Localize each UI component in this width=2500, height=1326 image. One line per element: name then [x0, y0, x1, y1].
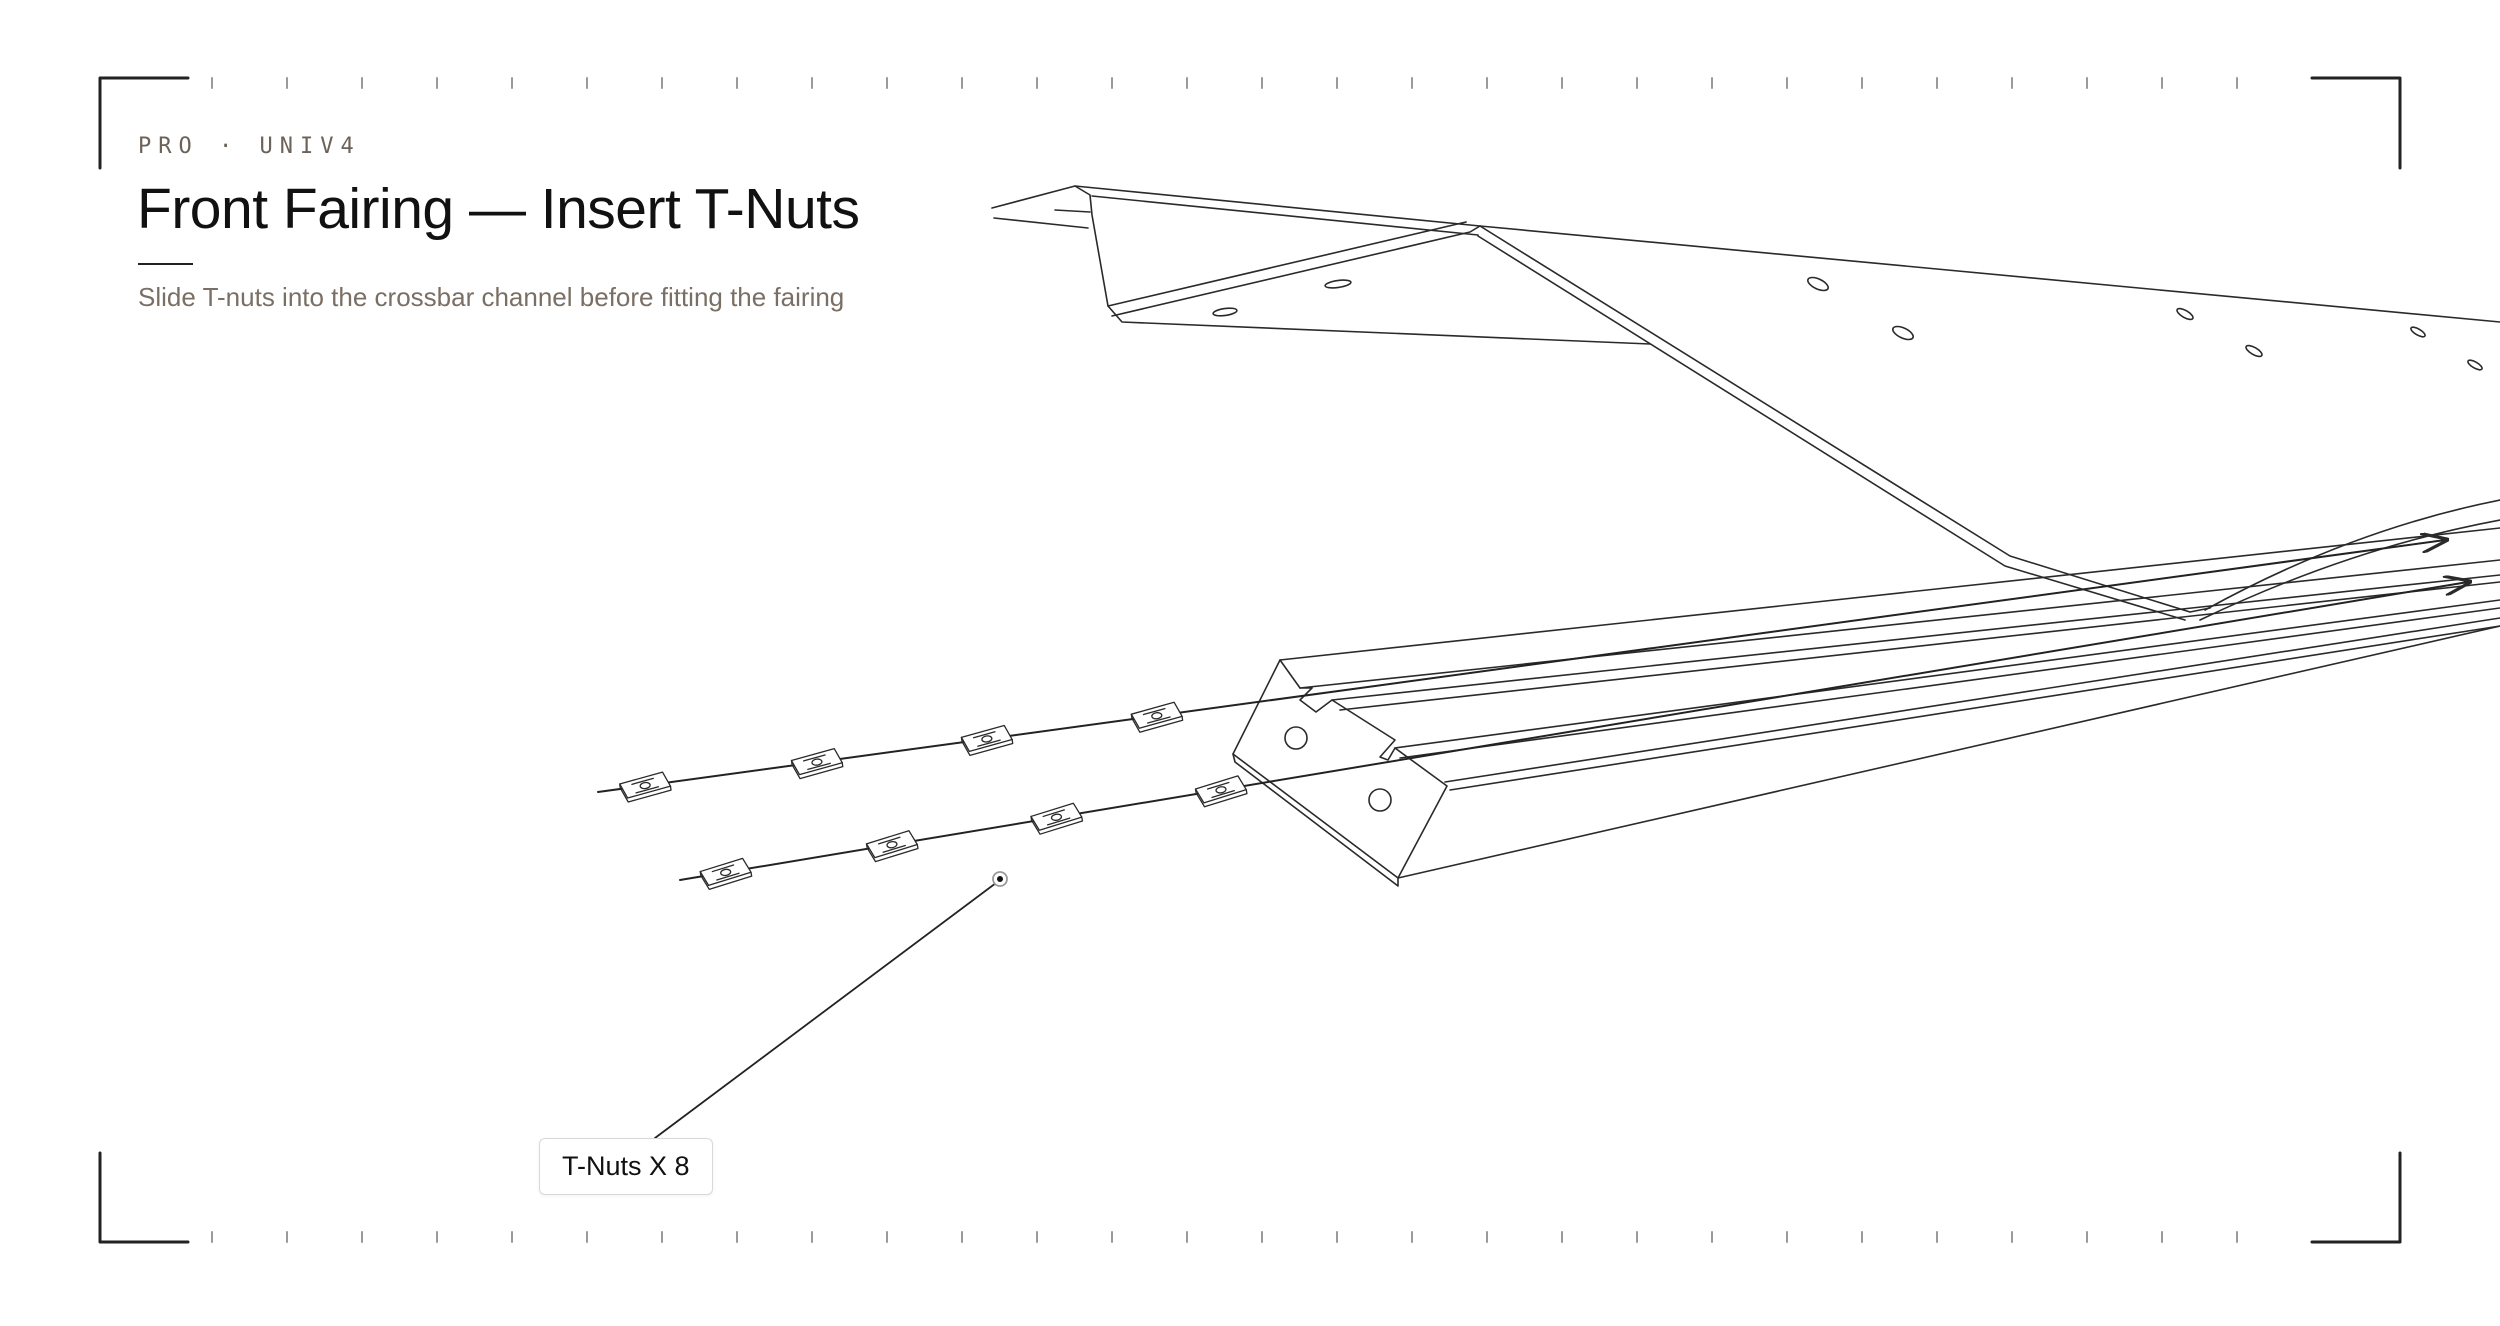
fairing-crease: [1479, 225, 2211, 613]
t-nut: [790, 748, 844, 780]
t-nut: [619, 771, 672, 803]
product-eyebrow: PRO · UNIV4: [138, 134, 361, 159]
t-nut: [699, 857, 753, 890]
t-nut: [1030, 802, 1084, 835]
crossbar-top-edge: [1279, 527, 2500, 661]
frame-corner-top-right: [2310, 76, 2402, 170]
frame-corner-bottom-left: [98, 1151, 190, 1244]
fairing-skirt: [2204, 499, 2500, 611]
t-nut: [1130, 701, 1184, 733]
guide-line-lower: [679, 582, 2468, 881]
frame-corner-bottom-right: [2310, 1151, 2402, 1244]
fairing-crease-inner: [1477, 235, 2186, 621]
t-nut: [865, 830, 919, 863]
frame-corners: [98, 76, 2402, 1244]
callout-leader-line: [654, 879, 1001, 1139]
fairing-top-edge-inner: [1091, 195, 1479, 236]
crossbar-end-edges: [1232, 753, 1399, 887]
frame-ticks-top: [211, 77, 2238, 89]
page-subtitle: Slide T-nuts into the crossbar channel b…: [138, 282, 845, 312]
fairing-top-edge: [1074, 185, 2500, 323]
fairing-hole: [2245, 344, 2263, 358]
fairing-hole: [1212, 307, 1238, 317]
front-fairing: [991, 185, 2500, 621]
fairing-hole: [2410, 326, 2426, 338]
frame-ticks-bottom: [211, 1231, 2238, 1243]
frame-corner-top-left: [98, 76, 190, 170]
callout-leader: [654, 871, 1008, 1139]
crossbar-end-hole: [1368, 788, 1392, 812]
page-title: Front Fairing — Insert T-Nuts: [137, 177, 860, 241]
crossbar-bottom-edge: [1397, 625, 2500, 879]
callout-anchor-dot: [997, 876, 1003, 882]
fairing-hole: [1892, 325, 1914, 341]
crossbar-channel-lower: [1394, 599, 2500, 759]
crossbar-end-hole: [1284, 726, 1308, 750]
crossbar-top-face: [1299, 559, 2500, 689]
fairing-skirt-inner: [2199, 519, 2500, 621]
guide-line-upper: [597, 540, 2445, 793]
insertion-guides: [597, 540, 2468, 881]
title-divider: [138, 263, 193, 265]
crossbar-end-profile: [1232, 659, 1448, 879]
crossbar-channel-upper: [1331, 574, 2500, 711]
t-nut: [1194, 775, 1248, 808]
fairing-hole: [1807, 276, 1829, 292]
t-nut: [960, 724, 1014, 757]
fairing-hole: [2176, 307, 2194, 321]
fairing-inner-fold-2: [1107, 221, 1467, 307]
crossbar-extrusion: [1232, 527, 2500, 887]
fairing-inner-fold: [1111, 225, 1481, 317]
fairing-hole: [2467, 359, 2483, 371]
crossbar-lower-face: [1444, 617, 2500, 791]
fairing-hole: [1324, 279, 1352, 289]
t-nuts: [619, 701, 1248, 890]
callout-label-t-nuts: T-Nuts X 8: [539, 1138, 713, 1195]
fairing-lip-inner: [993, 209, 1091, 229]
